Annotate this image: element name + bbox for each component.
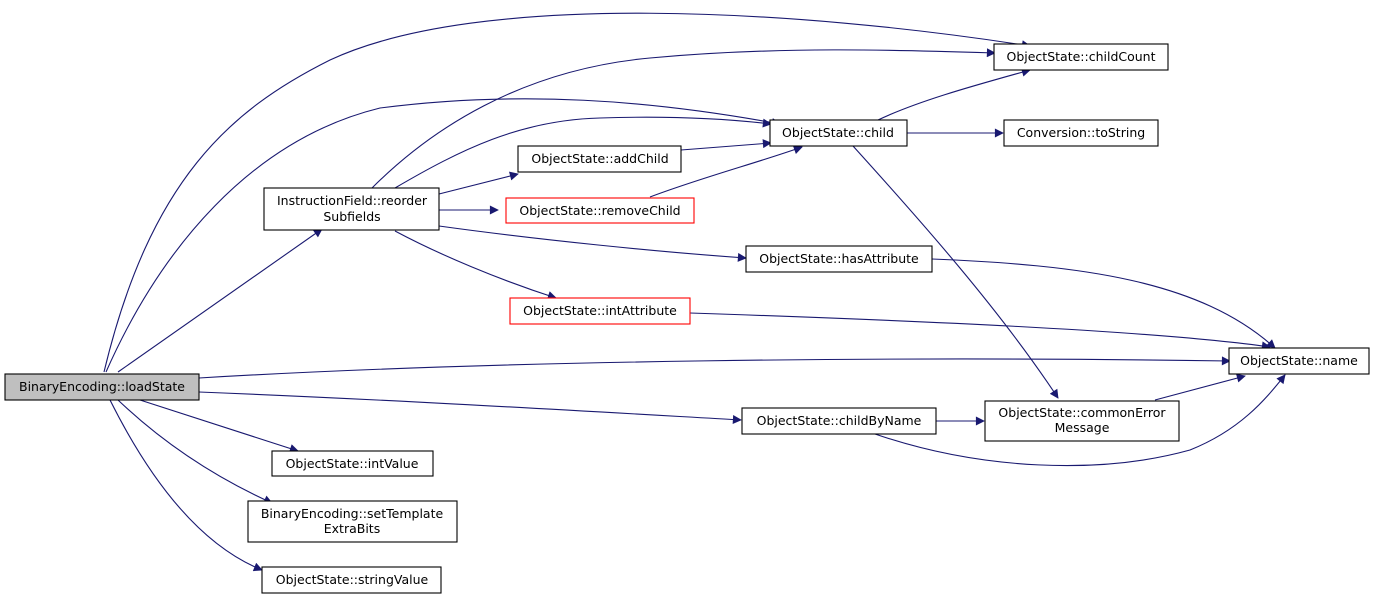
edge-reorder-child xyxy=(394,116,772,189)
edge-intattribute-name xyxy=(689,312,1271,351)
edge-loadstate-intvalue xyxy=(139,399,299,453)
edge-reorder-intattribute xyxy=(394,230,557,300)
node-loadstate[interactable]: BinaryEncoding::loadState xyxy=(4,373,200,401)
node-childcount[interactable]: ObjectState::childCount xyxy=(993,43,1169,71)
node-intattribute[interactable]: ObjectState::intAttribute xyxy=(509,297,691,325)
edge-childbyname-name xyxy=(874,374,1286,467)
node-childbyname-label: ObjectState::childByName xyxy=(757,413,922,428)
node-settemplate-label-1: BinaryEncoding::setTemplate xyxy=(261,506,444,521)
node-commonerror-label-1: ObjectState::commonError xyxy=(998,405,1166,420)
node-commonerror-message[interactable]: ObjectState::commonError Message xyxy=(984,400,1180,442)
node-hasattribute-label: ObjectState::hasAttribute xyxy=(759,251,919,266)
node-intvalue-label: ObjectState::intValue xyxy=(286,456,419,471)
node-addchild-label: ObjectState::addChild xyxy=(531,151,668,166)
node-removechild-label: ObjectState::removeChild xyxy=(519,203,680,218)
node-tostring-label: Conversion::toString xyxy=(1017,125,1145,140)
node-intattribute-label: ObjectState::intAttribute xyxy=(523,303,677,318)
node-stringvalue-label: ObjectState::stringValue xyxy=(276,572,429,587)
edge-removechild-child xyxy=(649,145,803,198)
nodes: BinaryEncoding::loadState InstructionFie… xyxy=(4,43,1370,594)
edge-loadstate-childbyname xyxy=(198,391,742,425)
node-tostring[interactable]: Conversion::toString xyxy=(1003,119,1159,147)
edge-reorder-hasattribute xyxy=(438,225,747,262)
node-loadstate-label: BinaryEncoding::loadState xyxy=(19,379,185,394)
edge-child-childcount xyxy=(877,67,1031,121)
node-reorder-subfields-label-1: InstructionField::reorder xyxy=(277,193,428,208)
node-childcount-label: ObjectState::childCount xyxy=(1006,49,1155,64)
edge-loadstate-settemplate xyxy=(117,399,273,504)
edges xyxy=(103,12,1286,572)
edge-child-commonerror xyxy=(852,145,1059,399)
edge-loadstate-childcount xyxy=(103,12,1031,373)
node-removechild[interactable]: ObjectState::removeChild xyxy=(505,197,695,224)
node-child-label: ObjectState::child xyxy=(782,125,894,140)
edge-reorder-childcount xyxy=(371,48,996,189)
node-reorder-subfields-label-2: Subfields xyxy=(323,209,380,224)
node-addchild[interactable]: ObjectState::addChild xyxy=(517,145,682,173)
node-name[interactable]: ObjectState::name xyxy=(1228,347,1370,375)
edge-loadstate-name xyxy=(198,356,1231,379)
node-stringvalue[interactable]: ObjectState::stringValue xyxy=(261,566,442,594)
edge-hasattribute-name xyxy=(931,258,1276,349)
node-name-label: ObjectState::name xyxy=(1240,353,1358,368)
node-commonerror-label-2: Message xyxy=(1055,420,1110,435)
node-childbyname[interactable]: ObjectState::childByName xyxy=(741,407,937,435)
edge-loadstate-child xyxy=(105,98,781,373)
edge-loadstate-stringvalue xyxy=(109,399,263,572)
node-settemplate-extrabits[interactable]: BinaryEncoding::setTemplate ExtraBits xyxy=(247,500,458,543)
node-reorder-subfields[interactable]: InstructionField::reorder Subfields xyxy=(263,187,440,231)
node-child[interactable]: ObjectState::child xyxy=(769,119,908,147)
edge-loadstate-reorder xyxy=(117,228,323,373)
edge-commonerror-name xyxy=(1154,373,1246,401)
edge-addchild-child xyxy=(680,139,772,151)
node-hasattribute[interactable]: ObjectState::hasAttribute xyxy=(745,245,933,273)
node-settemplate-label-2: ExtraBits xyxy=(324,521,380,536)
edge-reorder-addchild xyxy=(438,171,519,195)
node-intvalue[interactable]: ObjectState::intValue xyxy=(271,450,434,477)
